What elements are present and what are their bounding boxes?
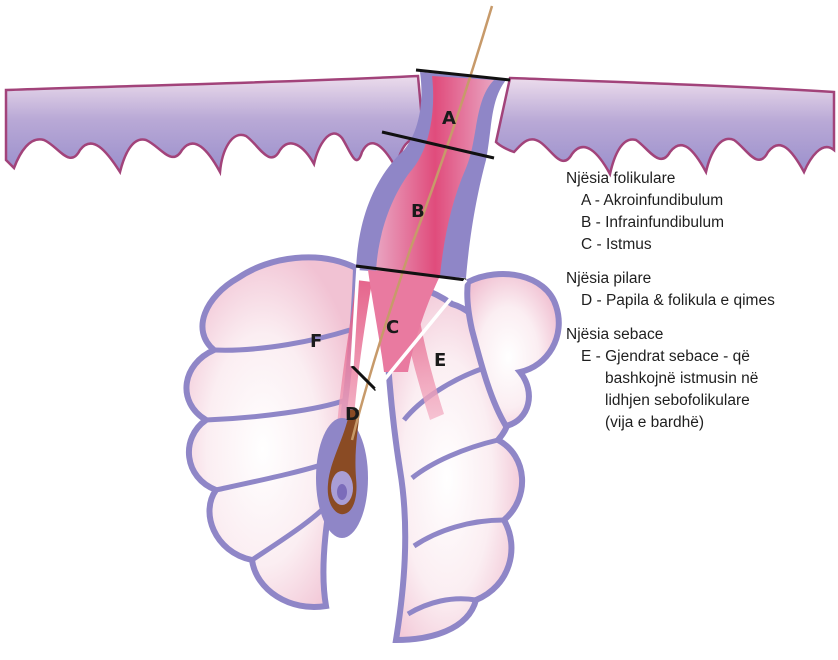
label-b: B (411, 201, 425, 222)
legend-item-d: D - Papila & folikula e qimes (566, 290, 834, 312)
sebaceous-gland (186, 257, 558, 640)
label-d: D (345, 404, 360, 425)
legend-note-line: (vija e bardhë) (566, 412, 834, 434)
legend-item-e: E - Gjendrat sebace - që (566, 346, 834, 368)
label-f: F (310, 331, 322, 352)
legend-title-pilar: Njësia pilare (566, 268, 834, 290)
papilla-core (337, 484, 347, 500)
label-e: E (434, 350, 446, 371)
legend-title-follicular: Një­sia folikulare (566, 168, 834, 190)
legend-item-c: C - Istmus (566, 234, 834, 256)
legend-item-a: A - Akroinfundibulum (566, 190, 834, 212)
epidermis-left (6, 76, 424, 172)
legend-pilar-unit: Njësia pilare D - Papila & folikula e qi… (566, 268, 834, 312)
legend-title-sebaceous: Njësia sebace (566, 324, 834, 346)
legend-note-line: bashkojnë istmusin në (566, 368, 834, 390)
label-c: C (386, 317, 399, 338)
epidermis-right (496, 78, 834, 174)
label-a: A (442, 108, 456, 129)
legend-note-line: lidhjen sebofolikulare (566, 390, 834, 412)
legend-item-b: B - Infrainfundibulum (566, 212, 834, 234)
legend: Një­sia folikulare A - Akroinfundibulum … (566, 168, 834, 446)
legend-follicular-unit: Një­sia folikulare A - Akroinfundibulum … (566, 168, 834, 256)
legend-sebaceous-unit: Njësia sebace E - Gjendrat sebace - që b… (566, 324, 834, 434)
